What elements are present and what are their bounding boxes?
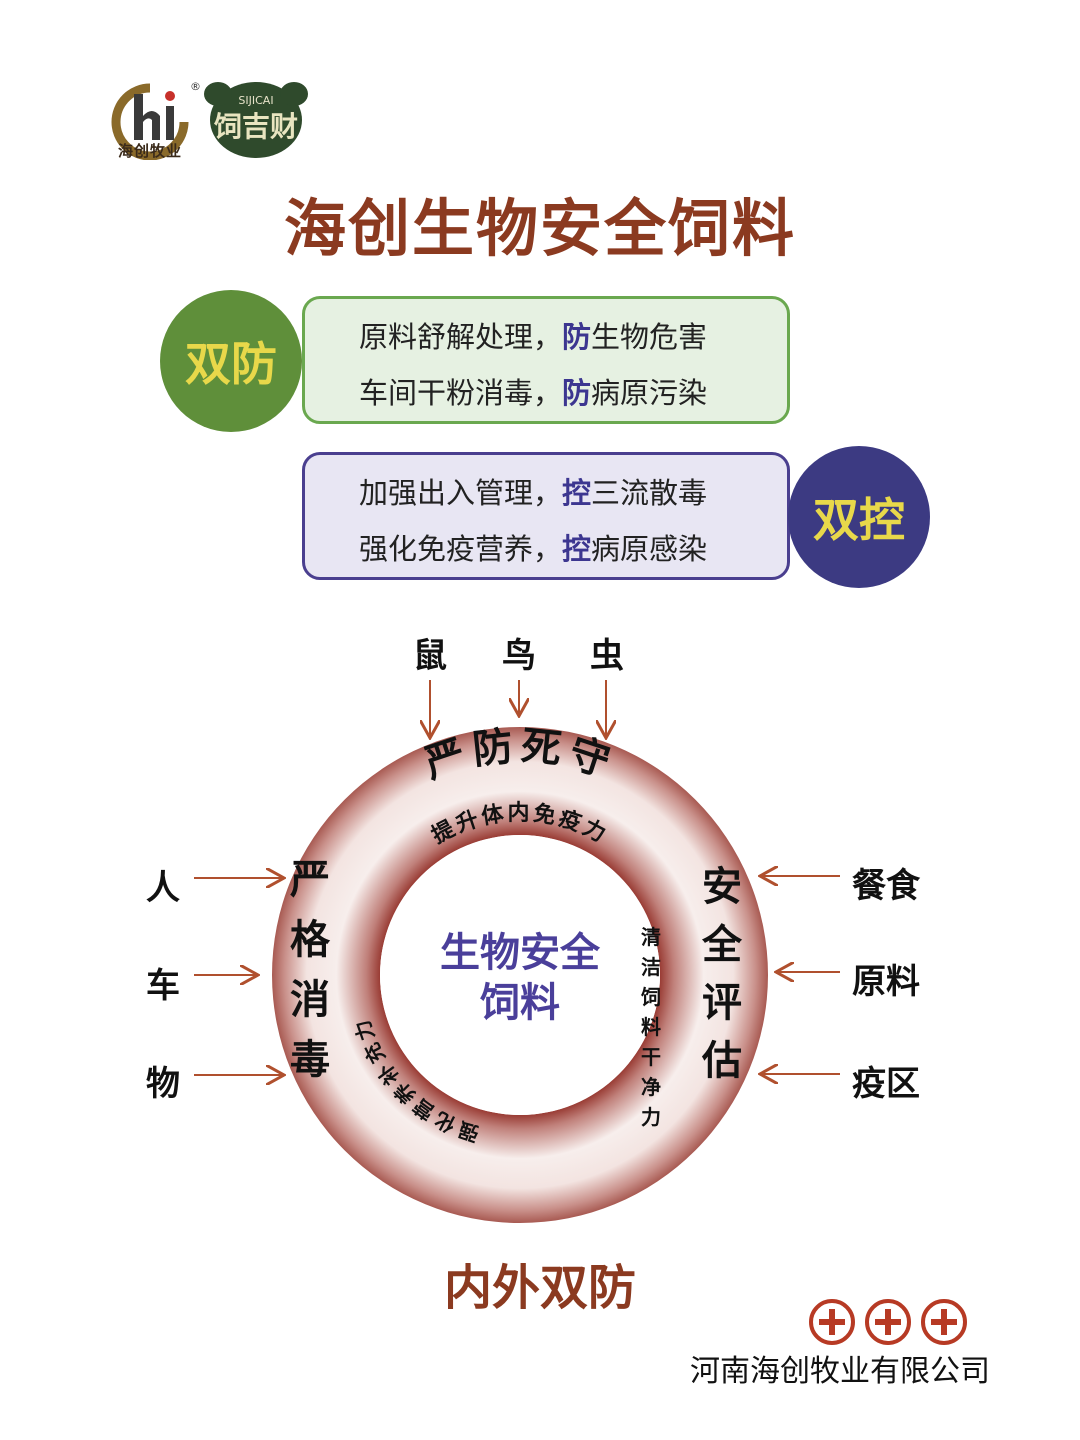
haichuang-logo-text: 海创牧业 (117, 142, 182, 160)
prevent-line-1: 原料舒解处理，防生物危害 (359, 320, 708, 354)
svg-text:饲吉财: 饲吉财 (213, 110, 298, 143)
dual-prevent-box: 原料舒解处理，防生物危害 车间干粉消毒，防病原污染 (302, 296, 790, 424)
ring-center (380, 835, 660, 1115)
threat-bird: 鸟 (502, 636, 536, 676)
control-line-2: 强化免疫营养，控病原感染 (359, 532, 708, 566)
svg-text:®: ® (190, 80, 200, 93)
cross-icon (921, 1299, 967, 1345)
bottom-title: 内外双防 (443, 1260, 636, 1316)
cross-icon (865, 1299, 911, 1345)
threat-vehicles: 车 (146, 966, 180, 1006)
center-label-line-2: 饲料 (480, 980, 560, 1026)
dual-prevent-badge: 双防 (160, 290, 302, 432)
ring-band (272, 727, 768, 1223)
center-label-line-1: 生物安全 (440, 930, 600, 976)
cross-icon (809, 1299, 855, 1345)
ring-right-text: 安全评估 (702, 864, 742, 1084)
center-label: 生物安全 饲料 (420, 928, 620, 1028)
threat-people: 人 (146, 868, 180, 908)
threat-rat: 鼠 (413, 636, 447, 676)
threat-epidemic-area: 疫区 (852, 1064, 920, 1104)
prevent-line-2: 车间干粉消毒，防病原污染 (359, 376, 708, 410)
control-line-1: 加强出入管理，控三流散毒 (359, 476, 708, 510)
ring-left-text: 严格消毒 (290, 857, 330, 1083)
svg-text:SIJICAI: SIJICAI (238, 94, 273, 107)
page-title: 海创生物安全饲料 (283, 192, 796, 265)
threat-insect: 虫 (590, 636, 624, 676)
inner-right-text: 清洁饲料干净力 (641, 925, 661, 1129)
threat-raw-material: 原料 (852, 962, 920, 1002)
company-name: 河南海创牧业有限公司 (690, 1354, 990, 1389)
threat-goods: 物 (146, 1064, 180, 1104)
sijicai-logo: SIJICAI 饲吉财 (204, 82, 308, 158)
cross-icons (809, 1299, 967, 1345)
threat-food: 餐食 (852, 866, 920, 906)
dual-control-box: 加强出入管理，控三流散毒 强化免疫营养，控病原感染 (302, 452, 790, 580)
haichuang-logo: ® (111, 80, 200, 160)
biosecurity-ring-diagram: 严防死守 提升体内免疫力 强化营养补充力 (194, 680, 840, 1223)
dual-control-badge: 双控 (788, 446, 930, 588)
